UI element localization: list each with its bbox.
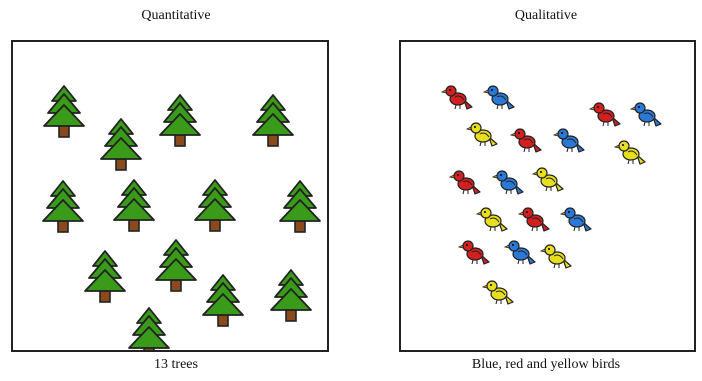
- bird-blue-icon: [629, 102, 662, 127]
- birds-illustration: [440, 85, 662, 305]
- bird-yellow-icon: [465, 122, 498, 147]
- tree-icon: [270, 269, 312, 322]
- birds-caption: Blue, red and yellow birds: [471, 357, 621, 372]
- tree-icon: [252, 94, 294, 147]
- tree-icon: [159, 94, 201, 147]
- bird-yellow-icon: [475, 207, 508, 232]
- tree-icon: [42, 180, 84, 233]
- bird-yellow-icon: [531, 167, 564, 192]
- bird-red-icon: [509, 128, 542, 153]
- bird-yellow-icon: [613, 140, 646, 165]
- tree-icon: [43, 85, 85, 138]
- tree-icon: [202, 274, 244, 327]
- tree-icon: [84, 250, 126, 303]
- bird-blue-icon: [552, 128, 585, 153]
- tree-icon: [100, 118, 142, 171]
- bird-blue-icon: [559, 207, 592, 232]
- tree-icon: [113, 179, 155, 232]
- bird-blue-icon: [482, 85, 515, 110]
- bird-blue-icon: [503, 240, 536, 265]
- bird-red-icon: [517, 207, 550, 232]
- quantitative-title: Quantitative: [141, 8, 211, 23]
- tree-icon: [279, 180, 321, 233]
- trees-illustration: [42, 85, 321, 350]
- bird-red-icon: [457, 240, 490, 265]
- bird-blue-icon: [491, 170, 524, 195]
- trees-panel: [11, 40, 329, 352]
- tree-icon: [155, 239, 197, 292]
- bird-red-icon: [440, 85, 473, 110]
- bird-red-icon: [588, 102, 621, 127]
- qualitative-title: Qualitative: [514, 8, 578, 23]
- birds-panel: [399, 40, 696, 352]
- bird-red-icon: [448, 170, 481, 195]
- tree-icon: [128, 307, 170, 350]
- bird-yellow-icon: [481, 280, 514, 305]
- tree-icon: [194, 179, 236, 232]
- trees-count-caption: 13 trees: [154, 357, 198, 372]
- bird-yellow-icon: [539, 244, 572, 269]
